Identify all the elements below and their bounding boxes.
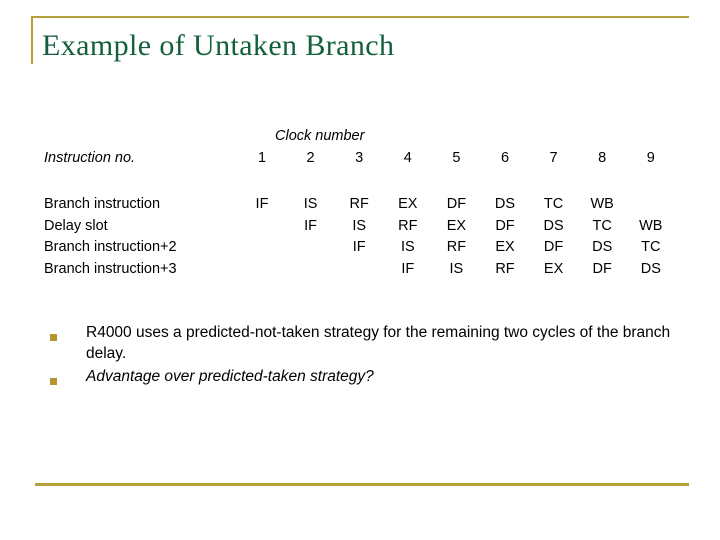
- bullet-text: Advantage over predicted-taken strategy?: [86, 368, 374, 385]
- pipeline-row-label: Branch instruction: [44, 196, 161, 212]
- pipeline-stage-df: DF: [592, 260, 612, 277]
- pipeline-stage-ex: EX: [543, 260, 564, 277]
- clock-number-2: 2: [306, 150, 315, 166]
- pipeline-stage-wb: WB: [590, 196, 614, 212]
- clock-number-header: Clock number: [275, 128, 365, 144]
- clock-number-7: 7: [549, 150, 558, 166]
- clock-number-4: 4: [403, 150, 412, 166]
- pipeline-stage-df: DF: [446, 196, 467, 212]
- clock-number-3: 3: [355, 150, 364, 166]
- pipeline-stage-rf: RF: [446, 239, 467, 255]
- pipeline-stage-is: IS: [352, 217, 367, 234]
- bullet-square-icon: [50, 334, 57, 341]
- pipeline-row: Branch instruction+3 IF IS RF EX DF DS: [0, 259, 720, 279]
- pipeline-stage-wb: WB: [639, 217, 663, 234]
- pipeline-stage-if: IF: [352, 239, 366, 255]
- pipeline-stage-is: IS: [303, 196, 318, 212]
- slide-bottom-rule: [35, 483, 689, 486]
- slide-top-rule: [31, 16, 689, 18]
- clock-number-1: 1: [257, 150, 267, 166]
- slide-left-rule: [31, 16, 33, 64]
- bullet-item: R4000 uses a predicted-not-taken strateg…: [0, 322, 720, 364]
- pipeline-stage-rf: RF: [349, 196, 369, 212]
- pipeline-stage-tc: TC: [641, 239, 661, 255]
- pipeline-stage-tc: TC: [543, 196, 564, 212]
- pipeline-stage-is: IS: [400, 239, 415, 255]
- pipeline-stage-if: IF: [401, 260, 415, 277]
- pipeline-stage-ex: EX: [398, 196, 418, 212]
- clock-number-6: 6: [500, 150, 510, 166]
- pipeline-stage-rf: RF: [398, 217, 418, 234]
- pipeline-stage-ds: DS: [543, 217, 564, 234]
- pipeline-stage-rf: RF: [495, 260, 515, 277]
- pipeline-stage-ds: DS: [640, 260, 661, 277]
- bullet-square-icon: [50, 378, 57, 385]
- pipeline-row-label: Branch instruction+2: [44, 239, 177, 255]
- bullet-text: R4000 uses a predicted-not-taken strateg…: [86, 324, 671, 362]
- pipeline-stage-tc: TC: [592, 217, 612, 234]
- pipeline-row: Branch instruction IF IS RF EX DF DS TC WB: [0, 194, 720, 214]
- pipeline-stage-df: DF: [495, 217, 515, 234]
- pipeline-stage-is: IS: [449, 260, 464, 277]
- pipeline-stage-ds: DS: [494, 196, 516, 212]
- bullet-item: Advantage over predicted-taken strategy?: [0, 366, 720, 387]
- pipeline-row: Delay slot IF IS RF EX DF DS TC WB: [0, 216, 720, 236]
- page-title: Example of Untaken Branch: [42, 29, 395, 62]
- pipeline-stage-ds: DS: [592, 239, 613, 255]
- clock-number-9: 9: [646, 150, 655, 166]
- pipeline-header-row: Instruction no. 1 2 3 4 5 6 7 8 9: [0, 148, 720, 168]
- pipeline-row-label: Branch instruction+3: [44, 260, 177, 277]
- clock-number-8: 8: [598, 150, 607, 166]
- pipeline-stage-if: IF: [255, 196, 269, 212]
- clock-number-5: 5: [452, 150, 461, 166]
- bullet-list: R4000 uses a predicted-not-taken strateg…: [0, 322, 720, 389]
- pipeline-row: Branch instruction+2 IF IS RF EX DF DS TC: [0, 237, 720, 257]
- instruction-no-header: Instruction no.: [44, 150, 136, 166]
- pipeline-row-label: Delay slot: [44, 217, 108, 234]
- pipeline-stage-if: IF: [304, 217, 318, 234]
- pipeline-stage-ex: EX: [446, 217, 467, 234]
- pipeline-stage-df: DF: [543, 239, 564, 255]
- pipeline-stage-ex: EX: [495, 239, 515, 255]
